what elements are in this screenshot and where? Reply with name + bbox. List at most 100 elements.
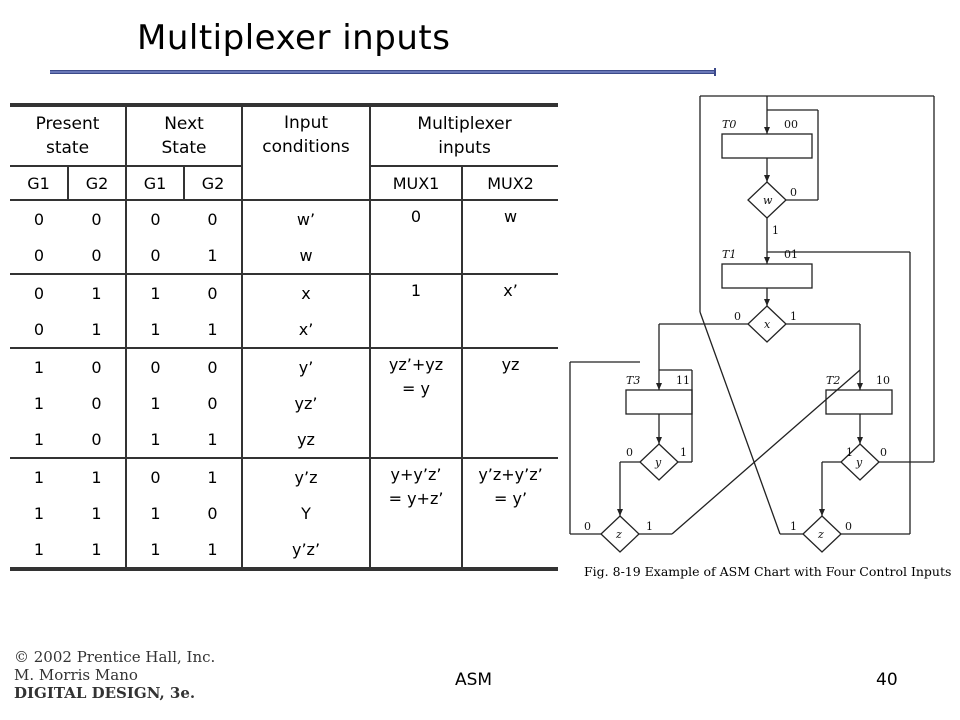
table-row: 1 0 0 0 y’ yz’+yz = y yz <box>10 347 559 458</box>
cell-next-g2: 0 <box>184 199 244 237</box>
label-t2: T2 <box>826 374 840 387</box>
table-row: 0 0 0 1 w <box>10 237 558 274</box>
subheader-next-g1: G1 <box>126 165 186 200</box>
subheader-mux2: MUX2 <box>462 165 559 200</box>
credit-line-1: © 2002 Prentice Hall, Inc. <box>14 648 216 666</box>
label-w-0: 0 <box>790 186 797 199</box>
cell-mux2: y’z+y’z’ = y’ <box>462 457 559 571</box>
header-next-state: Next State <box>126 103 244 166</box>
label-y-right: y <box>855 456 863 469</box>
subheader-next-g2: G2 <box>184 165 244 200</box>
cell-next-g1: 1 <box>126 531 185 571</box>
cell-next-g1: 1 <box>150 319 161 339</box>
cell-next-g2: 1 <box>184 311 244 348</box>
cell-mux2: yz <box>462 347 559 458</box>
cell-next-g1: 0 <box>150 245 161 265</box>
table-row: 1 0 1 1 yz <box>10 421 558 458</box>
label-x-0: 0 <box>734 310 741 323</box>
cell-mux1: yz’+yz = y <box>370 347 464 458</box>
cell-present-g2: 1 <box>68 311 128 348</box>
cell-next-g1: 0 <box>126 347 185 385</box>
subheader-present-g1: G1 <box>10 165 69 200</box>
slide-title: Multiplexer inputs <box>137 18 451 58</box>
table-row: 1 0 1 0 yz’ <box>10 385 558 421</box>
cell-next-g1: 1 <box>150 503 161 523</box>
title-underline <box>50 68 716 76</box>
label-t0: T0 <box>722 118 736 131</box>
cell-mux1: y+y’z’ = y+z’ <box>370 457 464 571</box>
label-z-right: z <box>817 528 824 541</box>
cell-present-g2: 1 <box>68 273 128 311</box>
label-w: w <box>763 194 773 207</box>
cell-next-g2: 0 <box>184 495 244 531</box>
cell-mux1: 1 <box>370 273 464 348</box>
cell-next-g1: 1 <box>150 393 161 413</box>
cell-input-condition: y’ <box>242 347 372 385</box>
label-t3: T3 <box>626 374 640 387</box>
page-number: 40 <box>876 670 898 690</box>
state-box-t2 <box>825 389 893 415</box>
table-row: 1 1 0 1 y’z y+y’z’ = y+z’ y’z+y’z’ = y’ <box>10 457 559 571</box>
subheader-present-g2: G2 <box>68 165 128 200</box>
cell-input-condition: yz’ <box>242 385 372 421</box>
label-t2-code: 10 <box>876 374 890 387</box>
cell-present-g1: 0 <box>10 273 68 311</box>
cell-present-g1: 1 <box>10 457 68 495</box>
cell-input-condition: w <box>242 237 372 274</box>
decision-y-right <box>840 443 880 481</box>
cell-input-condition: Y <box>242 495 372 531</box>
cell-mux2: w <box>462 199 559 274</box>
state-box-t1 <box>721 263 813 289</box>
cell-present-g2: 1 <box>68 531 128 571</box>
label-z-left-0: 0 <box>584 520 591 533</box>
cell-present-g1: 1 <box>10 531 68 571</box>
cell-mux2: x’ <box>462 273 559 348</box>
cell-next-g2: 1 <box>184 237 244 274</box>
label-w-1: 1 <box>772 224 779 237</box>
label-y-left-1: 1 <box>680 446 687 459</box>
cell-present-g2: 1 <box>68 457 128 495</box>
credit-line-3: DIGITAL DESIGN, 3e. <box>14 684 196 702</box>
label-z-left-1: 1 <box>646 520 653 533</box>
label-t0-code: 00 <box>784 118 798 131</box>
table-row: 0 1 1 1 x’ <box>10 311 558 348</box>
cell-input-condition: x’ <box>242 311 372 348</box>
table-row: 1 1 1 1 y’z’ <box>10 531 558 571</box>
cell-present-g1: 0 <box>33 245 45 265</box>
cell-present-g2: 1 <box>68 495 128 531</box>
figure-caption: Fig. 8-19 Example of ASM Chart with Four… <box>584 564 952 579</box>
state-box-t0 <box>721 133 813 159</box>
cell-present-g1: 1 <box>10 347 68 385</box>
decision-x <box>747 305 787 343</box>
cell-input-condition: yz <box>242 421 372 458</box>
label-x-1: 1 <box>790 310 797 323</box>
cell-present-g1: 1 <box>33 393 45 413</box>
multiplexer-table: Present state Next State Input condition… <box>10 103 559 571</box>
label-t1-code: 01 <box>784 248 798 261</box>
state-box-t3 <box>625 389 693 415</box>
cell-next-g2: 0 <box>184 385 244 421</box>
cell-next-g1: 0 <box>126 199 185 237</box>
cell-present-g2: 0 <box>68 237 128 274</box>
label-z-right-1: 1 <box>790 520 797 533</box>
cell-present-g2: 0 <box>68 347 128 385</box>
decision-y-left <box>639 443 679 481</box>
cell-present-g2: 0 <box>68 421 128 458</box>
header-input-conditions: Input conditions <box>242 103 372 200</box>
table-row: 1 1 1 0 Y <box>10 495 558 531</box>
cell-present-g2: 0 <box>68 199 128 237</box>
label-t3-code: 11 <box>676 374 690 387</box>
label-z-left: z <box>615 528 622 541</box>
label-y-right-1: 1 <box>846 446 853 459</box>
cell-next-g2: 0 <box>184 347 244 385</box>
cell-present-g1: 0 <box>10 199 68 237</box>
cell-next-g1: 1 <box>150 429 161 449</box>
credit-line-2: M. Morris Mano <box>14 666 138 684</box>
subheader-mux1: MUX1 <box>370 165 464 200</box>
cell-next-g2: 1 <box>184 421 244 458</box>
cell-next-g2: 1 <box>184 457 244 495</box>
footer-topic: ASM <box>455 670 493 690</box>
cell-mux1: 0 <box>370 199 464 274</box>
asm-chart-diagram: T0 00 w 0 1 T1 01 x 0 1 T3 11 T2 10 y 0 … <box>569 95 935 553</box>
header-multiplexer-inputs: Multiplexer inputs <box>370 103 559 166</box>
